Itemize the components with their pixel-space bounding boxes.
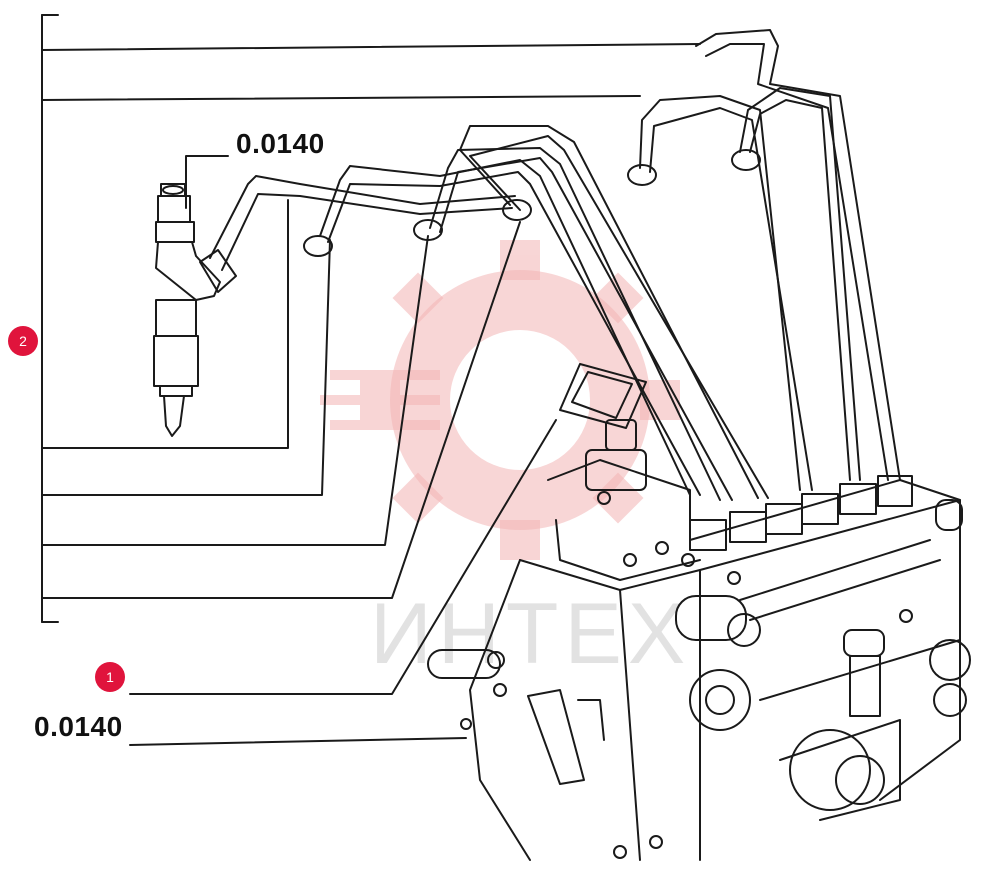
injector-leader-line — [185, 155, 229, 209]
upper-part-number-label: 0.0140 — [236, 128, 325, 159]
watermark-gear-hole — [450, 330, 590, 470]
group-bracket — [41, 14, 59, 623]
item-1-leader-lines — [129, 419, 557, 746]
callout-marker-2[interactable]: 2 — [8, 326, 38, 356]
injection-pipes — [209, 29, 901, 501]
callout-marker-1[interactable]: 1 — [95, 662, 125, 692]
bracket-leader-lines — [41, 43, 701, 599]
injection-pump-body — [427, 363, 971, 861]
watermark-text: ИНТЕХ — [370, 586, 692, 682]
injector — [153, 183, 237, 437]
pipe-nuts — [303, 149, 761, 257]
lower-part-number-label: 0.0140 — [34, 711, 123, 742]
